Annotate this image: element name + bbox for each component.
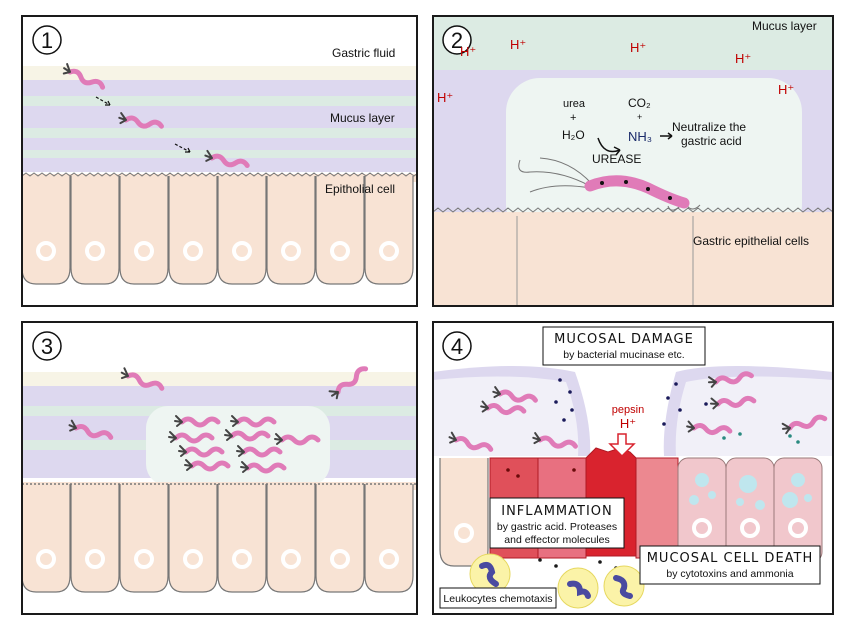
mucosal-damage-box: MUCOSAL DAMAGE by bacterial mucinase etc… <box>542 326 706 366</box>
leukocyte <box>557 567 599 609</box>
ammonia-label: NH₃ <box>628 129 652 144</box>
inflammation-title: INFLAMMATION <box>501 504 613 519</box>
inflammation-line2: and effector molecules <box>504 534 609 546</box>
panel-number-circle <box>32 25 62 55</box>
neutralize-label: gastric acid <box>681 134 742 148</box>
epithelial-cell-label: Epitholial cell <box>325 182 395 196</box>
panel-border <box>432 321 834 615</box>
pepsin-label: pepsin <box>612 404 644 416</box>
healthy-cells <box>438 456 490 568</box>
panel-number-circle <box>32 331 62 361</box>
panel-border <box>21 321 418 615</box>
neutralize-label: Neutralize the <box>672 120 746 134</box>
cell-death-box: MUCOSAL CELL DEATH by cytotoxins and amm… <box>639 545 821 585</box>
hydrogen-ion: H⁺ <box>460 44 476 59</box>
mucus-layer-label: Mucus layer <box>752 19 817 33</box>
inflammation-box: INFLAMMATION by gastric acid. Proteases … <box>489 497 625 549</box>
dots <box>506 378 800 570</box>
panel-2: 2 Mucus layer Gastric epithelial cells H… <box>432 15 834 307</box>
flagella <box>518 157 701 211</box>
hydrogen-ion: H⁺ <box>510 37 526 52</box>
gastric-fluid-label: Gastric fluid <box>332 46 395 60</box>
plus-label: + <box>570 112 576 124</box>
reaction-arrow <box>597 137 621 153</box>
mucus-layer-label: Mucus layer <box>330 111 395 125</box>
hydrogen-ion: H⁺ <box>437 90 453 105</box>
urease-label: UREASE <box>592 152 641 166</box>
panel-number-circle <box>442 331 472 361</box>
hydrogen-ion: H⁺ <box>778 82 794 97</box>
plus-label: + <box>637 112 642 122</box>
water-label: H₂O <box>562 128 585 142</box>
leukocyte <box>469 553 511 595</box>
gastric-epithelial-cells-label: Gastric epithelial cells <box>693 234 809 248</box>
panel-1: 1 Gastric fluid Mucus layer Epitholial c… <box>21 15 418 307</box>
gastric-epithelium <box>433 212 833 306</box>
cell-death-subtitle: by cytotoxins and ammonia <box>666 568 793 580</box>
panel-4: 4 MUCOSAL DAMAGE by bacterial mucinase e… <box>432 321 834 615</box>
panel-3: 3 <box>21 321 418 615</box>
inflammation-line1: by gastric acid. Proteases <box>497 521 617 533</box>
acid-arrow <box>608 433 636 458</box>
movement-arrow <box>174 143 191 153</box>
neutralized-zone <box>506 78 802 238</box>
urea-label: urea <box>563 98 586 110</box>
hydrogen-ion: H⁺ <box>620 416 636 431</box>
mucosal-damage-subtitle: by bacterial mucinase etc. <box>563 349 684 361</box>
leukocytes-label: Leukocytes chemotaxis <box>443 593 552 605</box>
movement-arrow <box>95 96 111 106</box>
epithelium <box>22 172 417 286</box>
leukocytes-box: Leukocytes chemotaxis <box>439 587 557 609</box>
leukocyte <box>603 565 645 607</box>
panel-number: 2 <box>451 28 463 53</box>
cell-death-title: MUCOSAL CELL DEATH <box>647 551 814 566</box>
panel-number-circle <box>442 25 472 55</box>
panel-border <box>21 15 418 307</box>
panel-number: 4 <box>451 334 463 359</box>
dying-cells <box>677 457 823 563</box>
panel-border <box>432 15 834 307</box>
co2-label: CO₂ <box>628 96 651 110</box>
hydrogen-ion: H⁺ <box>630 40 646 55</box>
mucosal-damage-title: MUCOSAL DAMAGE <box>554 332 694 347</box>
panel-number: 1 <box>41 28 53 53</box>
panel-number: 3 <box>41 334 53 359</box>
hydrogen-ion: H⁺ <box>735 51 751 66</box>
